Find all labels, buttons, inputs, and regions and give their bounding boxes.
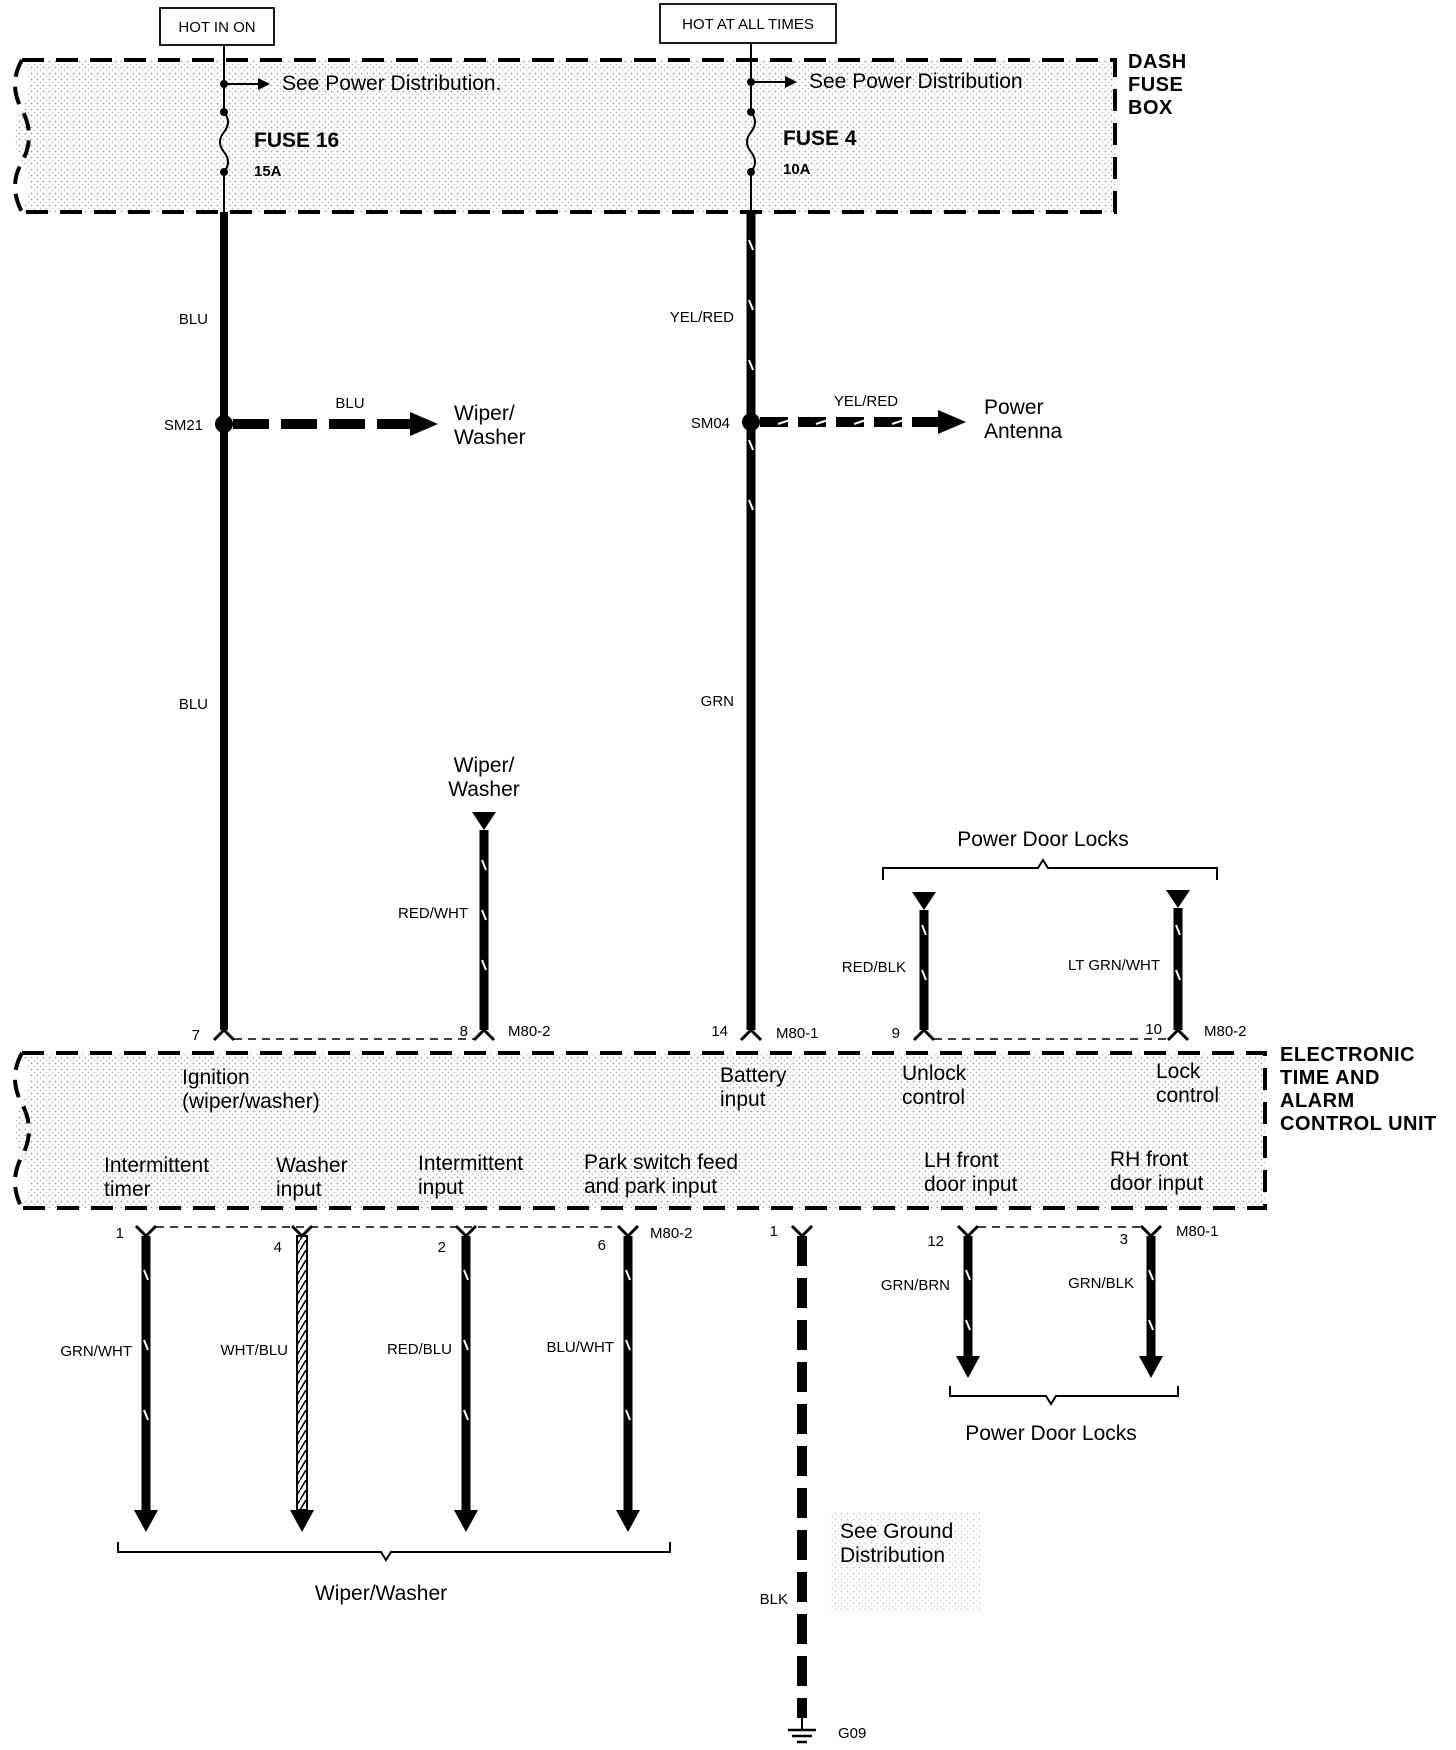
- intermittent-timer-line-2: timer: [104, 1178, 151, 1201]
- connector-m80-1-top: M80-1: [776, 1025, 819, 1042]
- power-door-locks-top-label: Power Door Locks: [957, 828, 1129, 851]
- wire-label-wht-blu: WHT/BLU: [221, 1342, 289, 1359]
- fuse-4-label: FUSE 4: [783, 127, 857, 150]
- fuse-4-circuit: See Power Distribution FUSE 4 10A: [746, 43, 1023, 212]
- power-door-locks-top: Power Door Locks RED/BLK LT GRN/WHT: [842, 828, 1218, 1030]
- top-connector-pins: 7 8 M80-2 14 M80-1 9 10 M80-2: [192, 1021, 1247, 1044]
- wire-label-grn-wht: GRN/WHT: [60, 1343, 132, 1360]
- blu-main-wire: BLU BLU SM21 BLU Wiper/ Washer: [164, 212, 526, 1030]
- wire-label-red-wht: RED/WHT: [398, 905, 468, 922]
- hot-in-on-label: HOT IN ON: [178, 19, 255, 36]
- wire-label-blu-wht: BLU/WHT: [547, 1339, 615, 1356]
- ignition-label-line-2: (wiper/washer): [182, 1090, 320, 1113]
- power-antenna-line-2: Antenna: [984, 420, 1063, 443]
- ground-wire: BLK See Ground Distribution G09: [760, 1236, 980, 1744]
- wire-label-blu-upper: BLU: [179, 311, 208, 328]
- unlock-control-line-1: Unlock: [902, 1062, 967, 1085]
- wire-label-blu-lower: BLU: [179, 696, 208, 713]
- hot-at-all-times-box: HOT AT ALL TIMES: [659, 3, 837, 44]
- unit-title-line-1: ELECTRONIC: [1280, 1044, 1415, 1066]
- see-ground-line-1: See Ground: [840, 1520, 953, 1543]
- battery-input-line-1: Battery: [720, 1064, 787, 1087]
- rh-front-door-line-2: door input: [1110, 1172, 1204, 1195]
- wiper-washer-outputs: GRN/WHT WHT/BLU RED/BLU BLU/WHT Wiper/Wa…: [60, 1235, 671, 1605]
- park-switch-line-1: Park switch feed: [584, 1151, 738, 1174]
- intermittent-timer-line-1: Intermittent: [104, 1154, 209, 1177]
- see-power-distribution-1: See Power Distribution.: [282, 72, 501, 95]
- wire-label-red-blk: RED/BLK: [842, 959, 906, 976]
- see-ground-line-2: Distribution: [840, 1544, 945, 1567]
- unit-title-line-3: ALARM: [1280, 1090, 1355, 1112]
- power-door-locks-bottom: GRN/BRN GRN/BLK Power Door Locks: [881, 1236, 1179, 1445]
- park-switch-line-2: and park input: [584, 1175, 717, 1198]
- washer-input-line-2: input: [276, 1178, 322, 1201]
- wiper-washer-bottom-label: Wiper/Washer: [315, 1582, 447, 1605]
- ground-g09: G09: [838, 1725, 866, 1742]
- pin-1-a: 1: [116, 1225, 124, 1242]
- intermittent-input-line-2: input: [418, 1176, 464, 1199]
- fuse-16-label: FUSE 16: [254, 129, 339, 152]
- lh-front-door-line-1: LH front: [924, 1149, 999, 1172]
- lh-front-door-line-2: door input: [924, 1173, 1018, 1196]
- washer-input-line-1: Washer: [276, 1154, 348, 1177]
- wire-label-grn-blk: GRN/BLK: [1068, 1275, 1134, 1292]
- control-unit: ELECTRONIC TIME AND ALARM CONTROL UNIT I…: [13, 1044, 1437, 1210]
- battery-input-line-2: input: [720, 1088, 766, 1111]
- splice-sm04: SM04: [691, 415, 730, 432]
- yel-red-main-wire: YEL/RED GRN SM04 YEL/RED Power Antenna: [670, 212, 1063, 1030]
- pin-1-b: 1: [770, 1223, 778, 1240]
- ground-symbol-icon: [788, 1718, 816, 1744]
- pin-8: 8: [460, 1023, 468, 1040]
- power-antenna-line-1: Power: [984, 396, 1044, 419]
- wire-label-red-blu: RED/BLU: [387, 1341, 452, 1358]
- wiper-washer-top-line-2: Washer: [448, 778, 520, 801]
- wire-label-grn-brn: GRN/BRN: [881, 1277, 950, 1294]
- fuse-4-rating: 10A: [783, 161, 811, 178]
- unlock-control-line-2: control: [902, 1086, 965, 1109]
- rh-front-door-line-1: RH front: [1110, 1148, 1188, 1171]
- wiper-washer-branch-line-1: Wiper/: [454, 402, 515, 425]
- fuse-16-rating: 15A: [254, 163, 282, 180]
- hot-in-on-box: HOT IN ON: [159, 7, 275, 46]
- wire-label-yel-red-upper: YEL/RED: [670, 309, 734, 326]
- wire-label-blk: BLK: [760, 1591, 788, 1608]
- fuse-16-circuit: See Power Distribution. FUSE 16 15A: [219, 45, 501, 212]
- power-door-locks-bottom-label: Power Door Locks: [965, 1422, 1137, 1445]
- connector-m80-2-right: M80-2: [1204, 1023, 1247, 1040]
- see-power-distribution-2: See Power Distribution: [809, 70, 1023, 93]
- unit-title-line-2: TIME AND: [1280, 1067, 1380, 1089]
- wiper-washer-top-line-1: Wiper/: [454, 754, 515, 777]
- lock-control-line-1: Lock: [1156, 1060, 1201, 1083]
- hot-at-all-times-label: HOT AT ALL TIMES: [682, 16, 814, 33]
- bottom-connector-pins: 1 4 2 6 M80-2 1 12 3 M80-1: [116, 1223, 1219, 1256]
- lock-control-line-2: control: [1156, 1084, 1219, 1107]
- wiper-washer-branch-line-2: Washer: [454, 426, 526, 449]
- wire-label-lt-grn-wht: LT GRN/WHT: [1068, 957, 1160, 974]
- pin-9: 9: [892, 1025, 900, 1042]
- intermittent-input-line-1: Intermittent: [418, 1152, 523, 1175]
- pin-6: 6: [598, 1237, 606, 1254]
- pin-4: 4: [274, 1239, 282, 1256]
- connector-m80-1-bottom: M80-1: [1176, 1223, 1219, 1240]
- connector-m80-2-top: M80-2: [508, 1023, 551, 1040]
- wire-label-grn: GRN: [701, 693, 734, 710]
- unit-title-line-4: CONTROL UNIT: [1280, 1113, 1437, 1135]
- splice-sm21: SM21: [164, 417, 203, 434]
- connector-m80-2-bottom: M80-2: [650, 1225, 693, 1242]
- pin-14: 14: [711, 1023, 728, 1040]
- wire-label-blu-branch: BLU: [335, 395, 364, 412]
- fuse-box-title-line-1: DASH: [1128, 51, 1187, 73]
- red-wht-wire: Wiper/ Washer RED/WHT: [398, 754, 520, 1030]
- fuse-box-title-line-2: FUSE: [1128, 74, 1183, 96]
- dash-fuse-box: DASH FUSE BOX: [13, 51, 1187, 214]
- pin-7: 7: [192, 1027, 200, 1044]
- ignition-label-line-1: Ignition: [182, 1066, 250, 1089]
- pin-2: 2: [438, 1239, 446, 1256]
- pin-3: 3: [1120, 1231, 1128, 1248]
- fuse-box-title-line-3: BOX: [1128, 97, 1173, 119]
- pin-12: 12: [927, 1233, 944, 1250]
- pin-10: 10: [1145, 1021, 1162, 1038]
- wire-label-yel-red-branch: YEL/RED: [834, 393, 898, 410]
